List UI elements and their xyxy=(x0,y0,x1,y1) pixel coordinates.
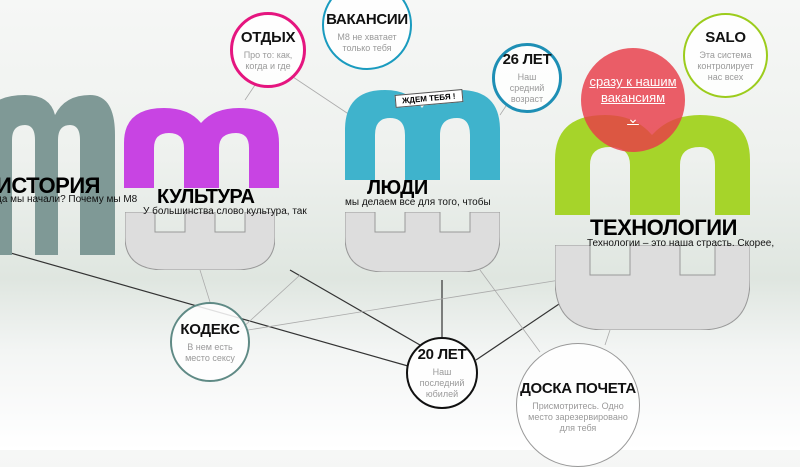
bubble-vakansii[interactable]: ВАКАНСИИ М8 не хватает только тебя xyxy=(322,0,412,70)
bubble-text: М8 не хватает только тебя xyxy=(337,32,397,53)
bubble-title: 26 ЛЕТ xyxy=(502,51,552,68)
section-title-technology[interactable]: ТЕХНОЛОГИИ xyxy=(590,215,737,240)
jump-to-vacancies-button[interactable]: сразу к нашим вакансиям ⌄ xyxy=(581,48,685,152)
bubble-title: 20 ЛЕТ xyxy=(417,346,467,363)
culture-lower-shape xyxy=(125,212,275,270)
cta-line-2: вакансиям xyxy=(600,90,666,105)
bubble-salo[interactable]: SALO Эта система контролирует нас всех xyxy=(683,13,768,98)
bubble-text: Наш средний возраст xyxy=(509,72,545,104)
section-title-people[interactable]: ЛЮДИ xyxy=(367,177,428,199)
section-subtitle-technology: Технологии – это наша страсть. Скорее, xyxy=(587,238,775,249)
bubble-text: Про то: как, когда и где xyxy=(243,49,293,71)
bubble-kodeks[interactable]: КОДЕКС В нем есть место сексу xyxy=(170,302,250,382)
bubble-doska-pocheta[interactable]: ДОСКА ПОЧЕТА Присмотритесь. Одно место з… xyxy=(516,343,640,467)
bubble-text: Эта система контролирует нас всех xyxy=(697,49,754,82)
bubble-title: ВАКАНСИИ xyxy=(326,11,408,28)
section-subtitle-culture: У большинства слово культура, так xyxy=(143,206,307,217)
history-m8-shape[interactable] xyxy=(0,95,120,255)
bubble-otdyh[interactable]: ОТДЫХ Про то: как, когда и где xyxy=(230,12,306,88)
cta-line-1: сразу к нашим xyxy=(589,74,677,89)
bubble-text: В нем есть место сексу xyxy=(185,341,235,363)
bubble-text: Наш последний юбилей xyxy=(419,367,465,399)
section-subtitle-people: мы делаем все для того, чтобы xyxy=(345,197,491,208)
bubble-title: КОДЕКС xyxy=(180,320,240,338)
section-subtitle-history: да мы начали? Почему мы М8 xyxy=(0,194,138,205)
bubble-26-let[interactable]: 26 ЛЕТ Наш средний возраст xyxy=(492,43,562,113)
chevron-down-icon: ⌄ xyxy=(627,110,639,126)
section-title-history[interactable]: ИСТОРИЯ xyxy=(0,173,100,198)
bubble-title: ОТДЫХ xyxy=(240,28,296,46)
bubble-title: SALO xyxy=(705,28,746,46)
bubble-text: Присмотритесь. Одно место зарезервирован… xyxy=(528,401,628,433)
bubble-20-let[interactable]: 20 ЛЕТ Наш последний юбилей xyxy=(406,337,478,409)
section-title-culture[interactable]: КУЛЬТУРА xyxy=(157,186,255,208)
people-lower-shape xyxy=(345,212,500,272)
culture-m-shape[interactable] xyxy=(124,108,279,188)
people-m-shape[interactable] xyxy=(345,90,500,180)
tech-lower-shape xyxy=(555,245,750,330)
bubble-title: ДОСКА ПОЧЕТА xyxy=(520,380,636,397)
